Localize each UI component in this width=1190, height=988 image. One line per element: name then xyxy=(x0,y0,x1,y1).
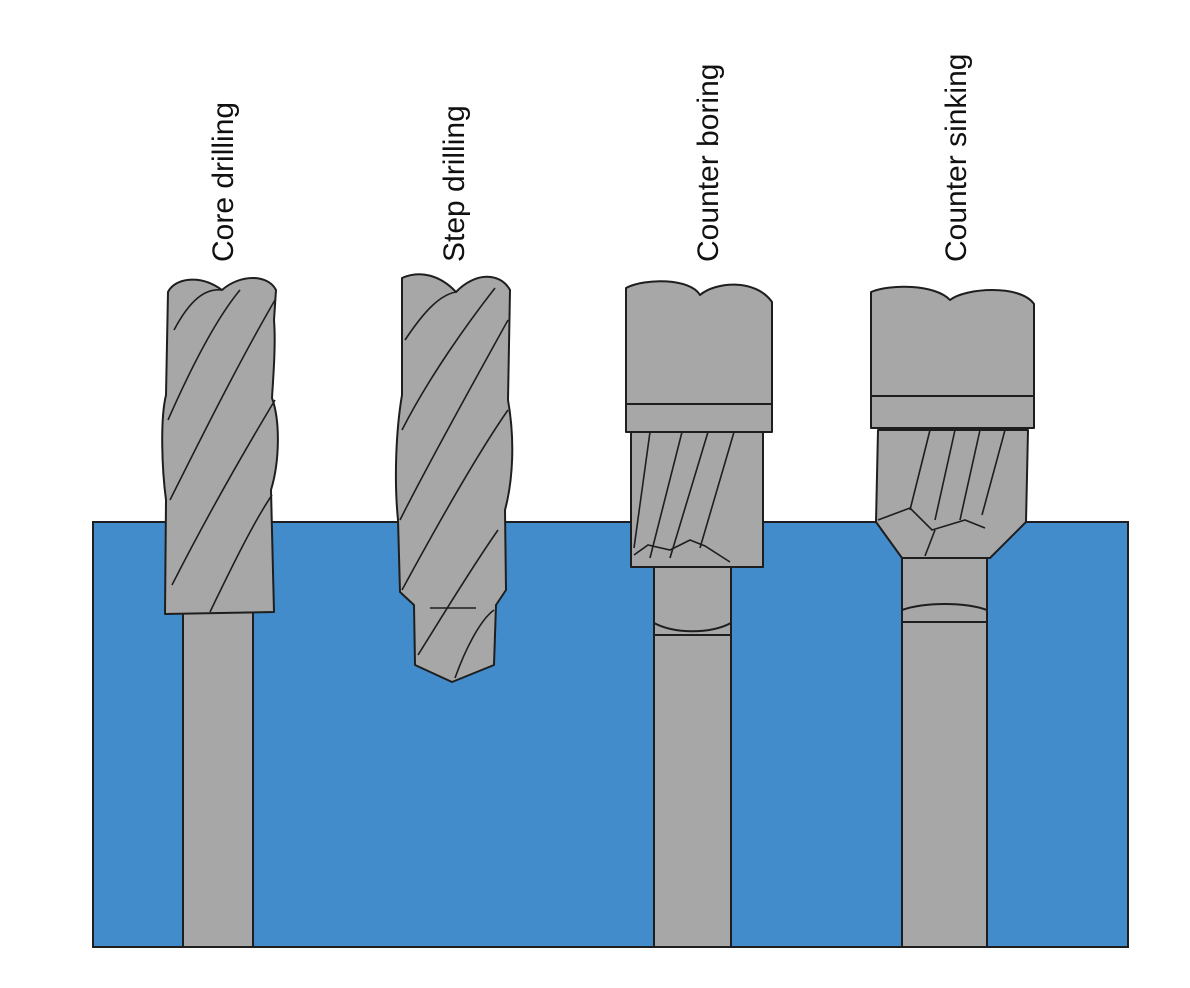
counter-boring-shank xyxy=(625,280,773,405)
label-core-drilling: Core drilling xyxy=(207,102,240,262)
counter-sinking-collar xyxy=(870,395,1035,429)
counter-sinking-cutter xyxy=(875,429,1029,559)
counter-sinking-shank xyxy=(870,285,1035,397)
step-drilling-drill xyxy=(394,273,514,683)
counter-sinking-pilot-tip xyxy=(901,603,988,623)
core-drilling-hole xyxy=(182,611,254,948)
counter-boring-tool xyxy=(625,280,773,948)
step-drilling-tool xyxy=(394,273,514,683)
counter-boring-cutter xyxy=(630,431,764,568)
label-counter-boring: Counter boring xyxy=(692,64,725,262)
label-step-drilling: Step drilling xyxy=(438,105,471,262)
counter-boring-hole xyxy=(653,565,732,948)
core-drilling-tool xyxy=(161,277,279,948)
label-counter-sinking: Counter sinking xyxy=(940,54,973,262)
counter-boring-collar xyxy=(625,403,773,433)
core-drilling-drill xyxy=(161,277,279,615)
counter-sinking-tool xyxy=(870,285,1035,948)
counter-boring-pilot-tip xyxy=(653,622,732,636)
